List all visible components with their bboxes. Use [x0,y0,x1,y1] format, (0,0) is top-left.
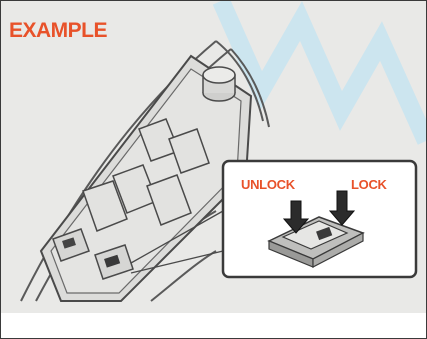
door-switch-illustration [1,1,426,314]
unlock-label: UNLOCK [241,177,295,192]
lock-label: LOCK [351,177,387,192]
watermark [221,1,426,141]
mirror-control-knob [203,67,235,101]
bottom-margin [1,313,426,338]
diagram-title: EXAMPLE [9,19,107,43]
